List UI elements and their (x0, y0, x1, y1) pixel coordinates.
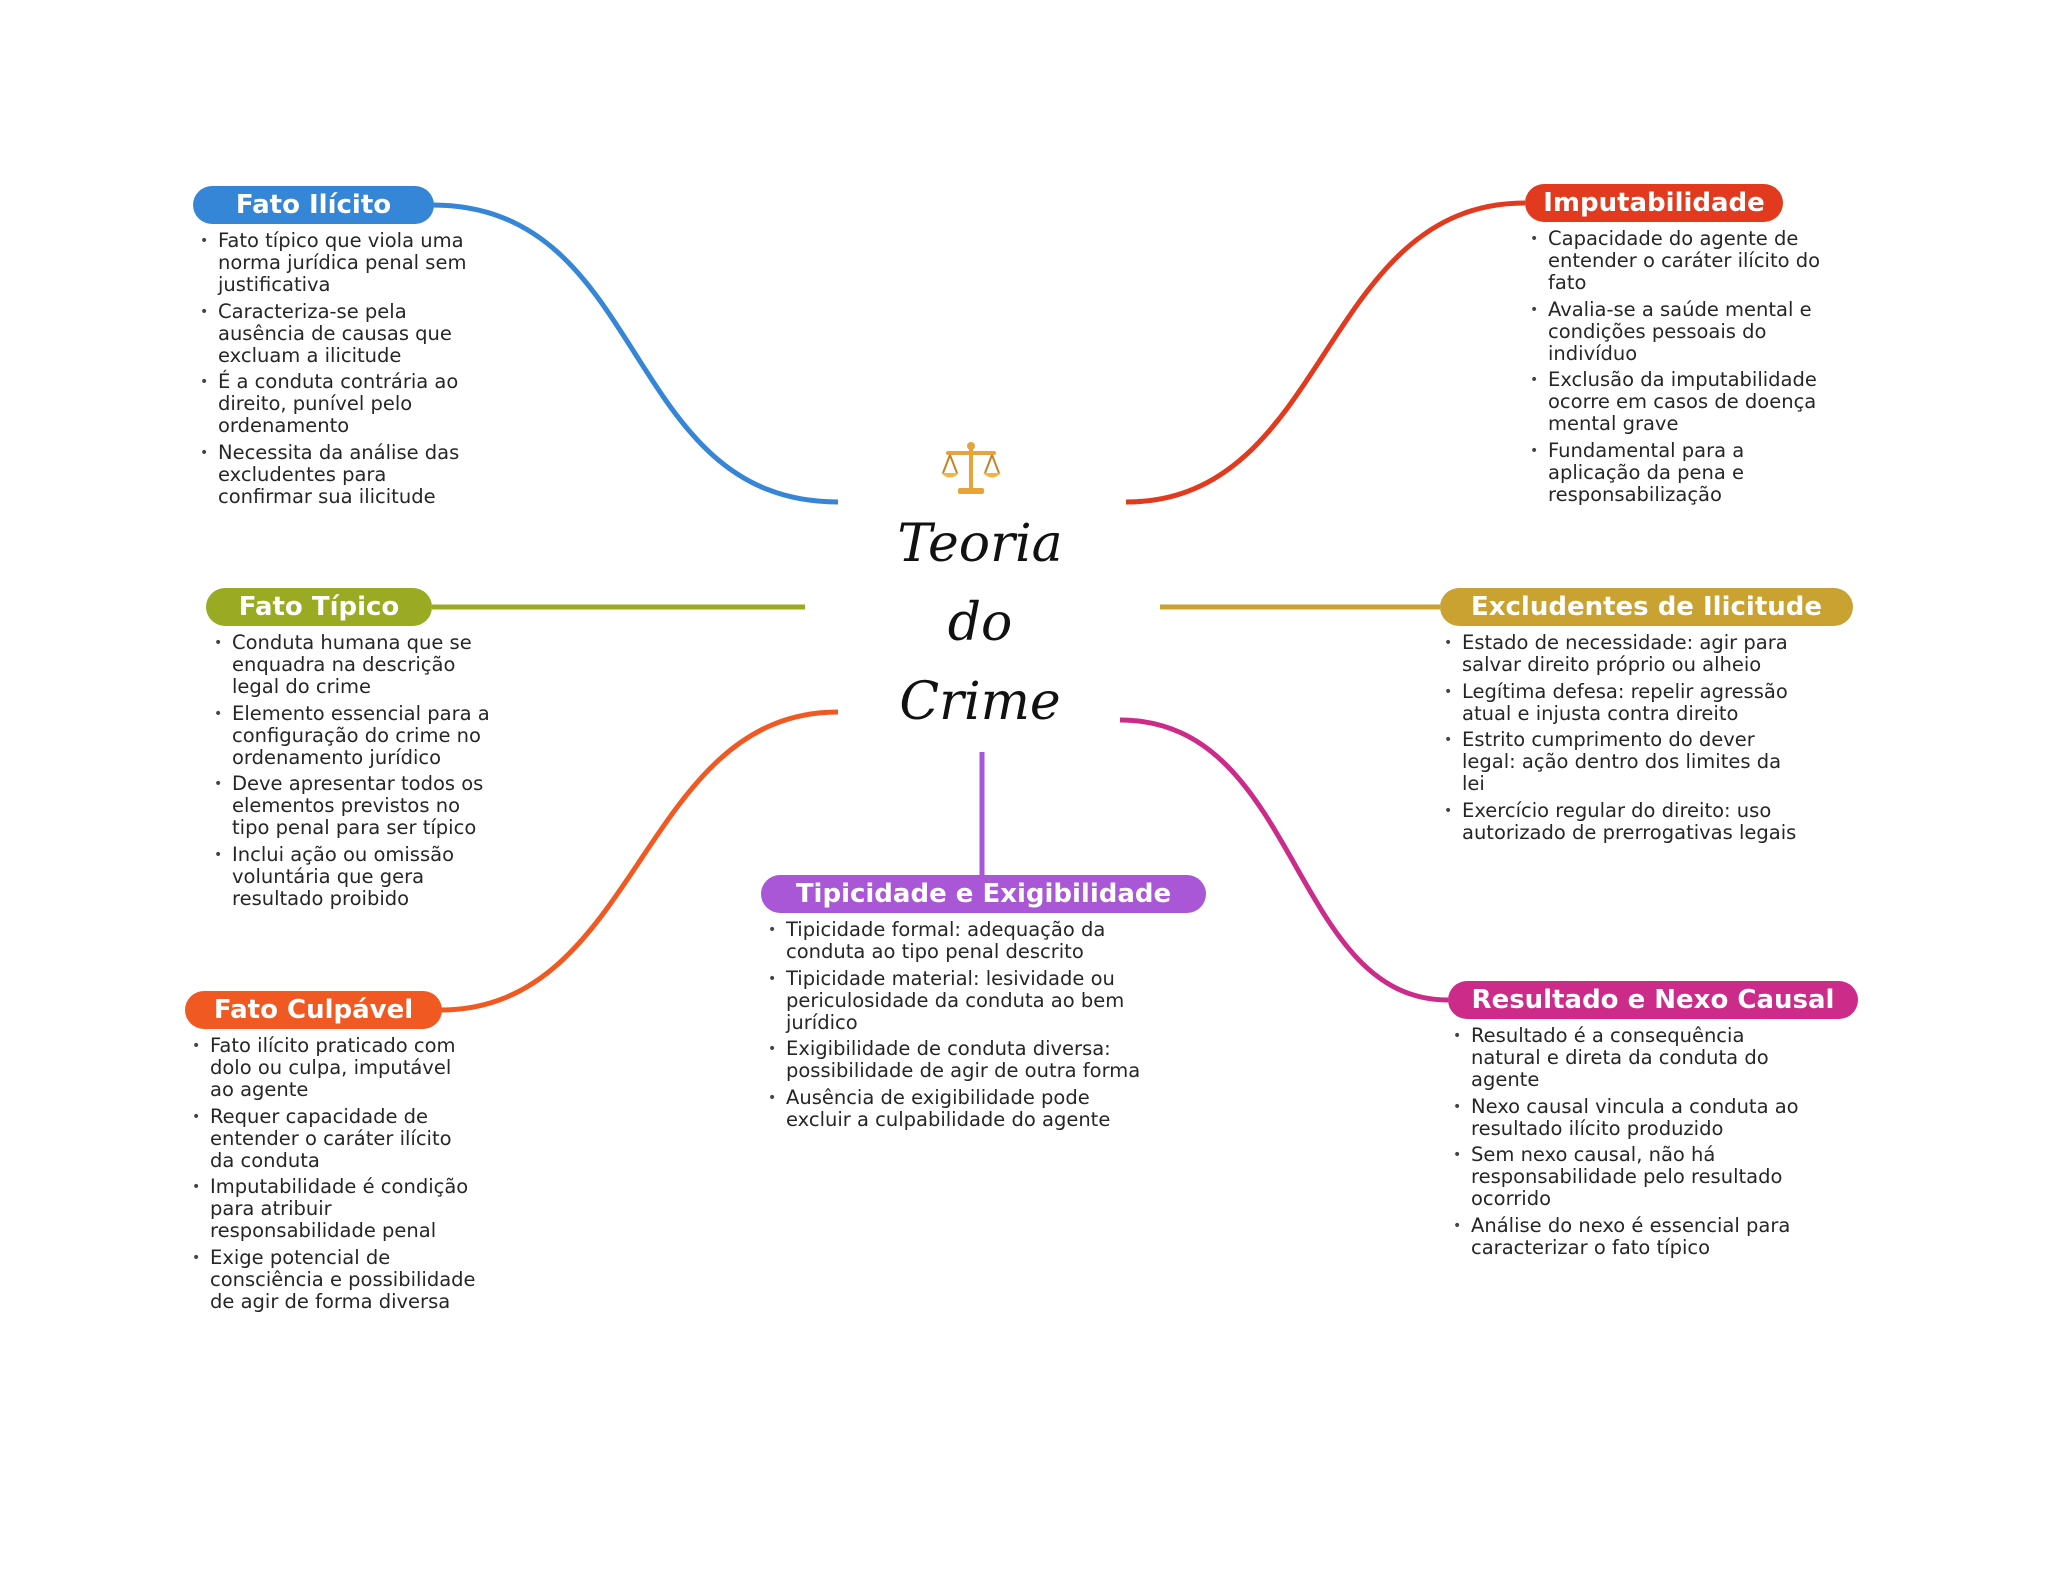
list-item: Exclusão da imputabilidade ocorre em cas… (1526, 369, 1836, 435)
connector-resultado (1119, 717, 1449, 1003)
central-topic-line: Crime (899, 672, 1061, 732)
list-item: Exigibilidade de conduta diversa: possib… (764, 1038, 1154, 1082)
list-item: É a conduta contrária ao direito, puníve… (196, 371, 486, 437)
list-item: Fato típico que viola uma norma jurídica… (196, 230, 486, 296)
branch-tipicidade-label[interactable]: Tipicidade e Exigibilidade (761, 875, 1206, 913)
list-item: Fato ilícito praticado com dolo ou culpa… (188, 1035, 478, 1101)
balance-scale-icon (941, 442, 1001, 494)
list-item: Capacidade do agente de entender o carát… (1526, 228, 1836, 294)
connector-fato-culpavel (439, 709, 839, 1013)
branch-resultado-list: Resultado é a consequência natural e dir… (1449, 1025, 1819, 1263)
list-item: Tipicidade material: lesividade ou peric… (764, 967, 1154, 1034)
list-item: Elemento essencial para a configuração d… (210, 702, 500, 769)
branch-imputabilidade-list: Capacidade do agente de entender o carát… (1526, 228, 1836, 510)
list-item: Conduta humana que se enquadra na descri… (210, 632, 500, 698)
central-topic-line: Teoria (897, 514, 1063, 574)
branch-tipicidade-list: Tipicidade formal: adequação da conduta … (764, 919, 1154, 1135)
branch-fato-ilicito-list: Fato típico que viola uma norma jurídica… (196, 230, 486, 512)
list-item: Estado de necessidade: agir para salvar … (1440, 632, 1800, 676)
branch-fato-ilicito-label[interactable]: Fato Ilícito (193, 186, 434, 224)
list-item: Exige potencial de consciência e possibi… (188, 1246, 478, 1313)
list-item: Inclui ação ou omissão voluntária que ge… (210, 843, 500, 910)
list-item: Requer capacidade de entender o caráter … (188, 1105, 478, 1172)
list-item: Resultado é a consequência natural e dir… (1449, 1025, 1819, 1091)
list-item: Deve apresentar todos os elementos previ… (210, 773, 500, 839)
list-item: Tipicidade formal: adequação da conduta … (764, 919, 1154, 963)
list-item: Exercício regular do direito: uso autori… (1440, 799, 1800, 844)
branch-fato-tipico-list: Conduta humana que se enquadra na descri… (210, 632, 500, 914)
list-item: Sem nexo causal, não há responsabilidade… (1449, 1144, 1819, 1210)
branch-excludentes-list: Estado de necessidade: agir para salvar … (1440, 632, 1800, 848)
branch-resultado-label[interactable]: Resultado e Nexo Causal (1448, 981, 1858, 1019)
list-item: Imputabilidade é condição para atribuir … (188, 1176, 478, 1242)
connector-imputabilidade (1125, 200, 1526, 505)
central-topic-line: do (947, 593, 1013, 653)
branch-fato-culpavel-list: Fato ilícito praticado com dolo ou culpa… (188, 1035, 478, 1317)
list-item: Necessita da análise das excludentes par… (196, 441, 486, 508)
connector-fato-ilicito (431, 202, 839, 505)
list-item: Fundamental para a aplicação da pena e r… (1526, 439, 1836, 506)
branch-imputabilidade-label[interactable]: Imputabilidade (1525, 184, 1783, 222)
branch-excludentes-label[interactable]: Excludentes de Ilicitude (1440, 588, 1853, 626)
list-item: Caracteriza-se pela ausência de causas q… (196, 300, 486, 367)
list-item: Ausência de exigibilidade pode excluir a… (764, 1086, 1154, 1131)
branch-fato-tipico-label[interactable]: Fato Típico (206, 588, 432, 626)
list-item: Análise do nexo é essencial para caracte… (1449, 1214, 1819, 1259)
branch-fato-culpavel-label[interactable]: Fato Culpável (185, 991, 442, 1029)
list-item: Estrito cumprimento do dever legal: ação… (1440, 729, 1800, 795)
list-item: Avalia-se a saúde mental e condições pes… (1526, 298, 1836, 365)
list-item: Nexo causal vincula a conduta ao resulta… (1449, 1095, 1819, 1140)
list-item: Legítima defesa: repelir agressão atual … (1440, 680, 1800, 725)
central-topic: Teoria do Crime (880, 505, 1080, 742)
